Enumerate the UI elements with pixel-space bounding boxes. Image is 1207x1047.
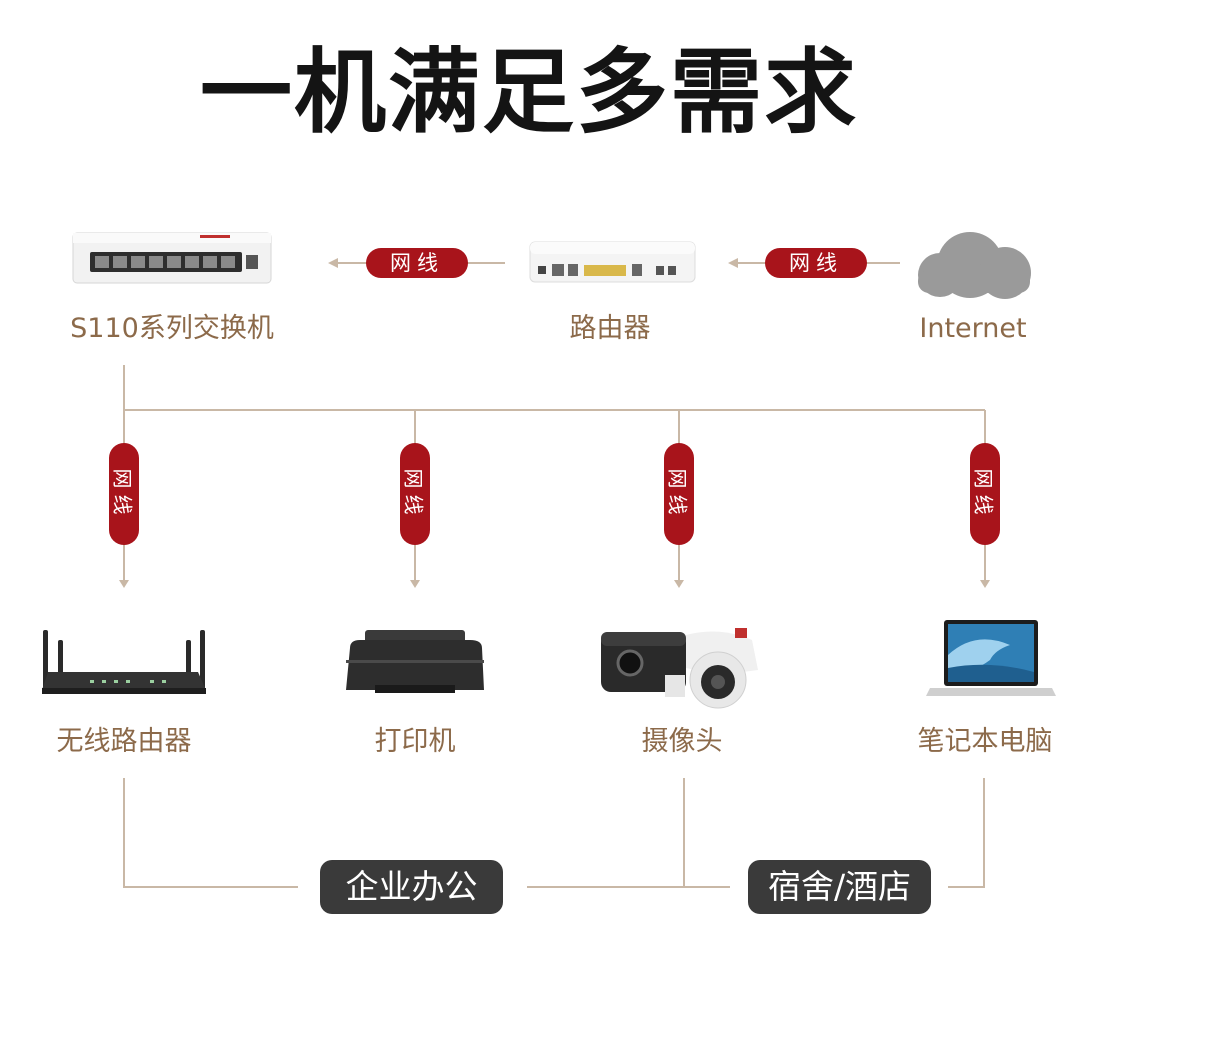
cable-badge-wifi-router: 网线 xyxy=(109,443,139,545)
cable-badge-printer: 网线 xyxy=(400,443,430,545)
scenario-dorm-hotel-badge: 宿舍/酒店 xyxy=(748,860,931,914)
wifi-router-icon xyxy=(42,630,206,694)
printer-icon xyxy=(346,630,484,693)
security-camera-icon xyxy=(601,628,758,709)
internet-label: Internet xyxy=(919,313,1027,344)
switch-icon xyxy=(72,232,272,284)
laptop-icon xyxy=(926,620,1056,696)
cable-badge-laptop: 网线 xyxy=(970,443,1000,545)
device-label-laptop: 笔记本电脑 xyxy=(917,726,1053,757)
cable-badge-router-switch: 网线 xyxy=(366,248,468,278)
arrowheads xyxy=(119,258,990,588)
router-icon xyxy=(529,241,696,283)
device-label-wifi-router: 无线路由器 xyxy=(56,726,192,757)
cable-badge-internet-router: 网线 xyxy=(765,248,867,278)
switch-label: S110系列交换机 xyxy=(70,313,274,344)
page-title: 一机满足多需求 xyxy=(200,39,859,146)
cable-badge-camera: 网线 xyxy=(664,443,694,545)
cloud-icon xyxy=(918,232,1031,299)
device-label-printer: 打印机 xyxy=(374,726,456,757)
connector-lines xyxy=(123,262,986,888)
scenario-office-badge: 企业办公 xyxy=(320,860,503,914)
device-label-camera: 摄像头 xyxy=(641,726,723,757)
router-label: 路由器 xyxy=(569,313,651,344)
